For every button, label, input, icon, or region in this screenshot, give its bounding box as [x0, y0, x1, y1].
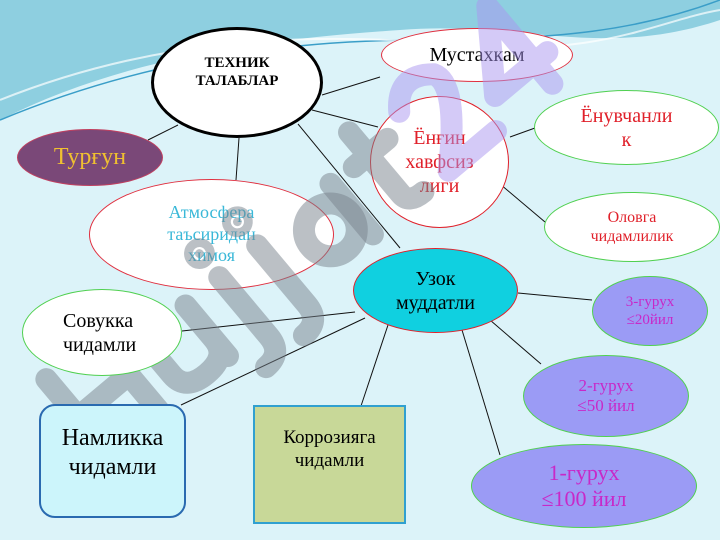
node-namlikka: Намликка чидамли [39, 404, 186, 518]
node-yongin: Ёнғин хавфсиз лиги [370, 96, 509, 228]
node-sovukka: Совукка чидамли [22, 289, 182, 376]
node-atmosfera: Атмосфера таъсиридан химоя [89, 179, 334, 290]
node-group3: 3-гурух ≤20йил [592, 276, 708, 346]
node-texnik-talablar: ТЕХНИК ТАЛАБЛАР [151, 27, 323, 138]
node-yonuvchanlik: Ёнувчанли к [534, 90, 719, 165]
node-korroziya: Коррозияга чидамли [253, 405, 406, 524]
node-uzok-muddatli: Узок муддатли [353, 248, 518, 333]
node-olovga: Оловга чидамлилик [544, 192, 720, 262]
node-turgun: Турғун [17, 129, 163, 186]
node-mustahkam: Мустахкам [381, 28, 573, 82]
node-group1: 1-гурух ≤100 йил [471, 444, 697, 528]
node-group2: 2-гурух ≤50 йил [523, 355, 689, 437]
